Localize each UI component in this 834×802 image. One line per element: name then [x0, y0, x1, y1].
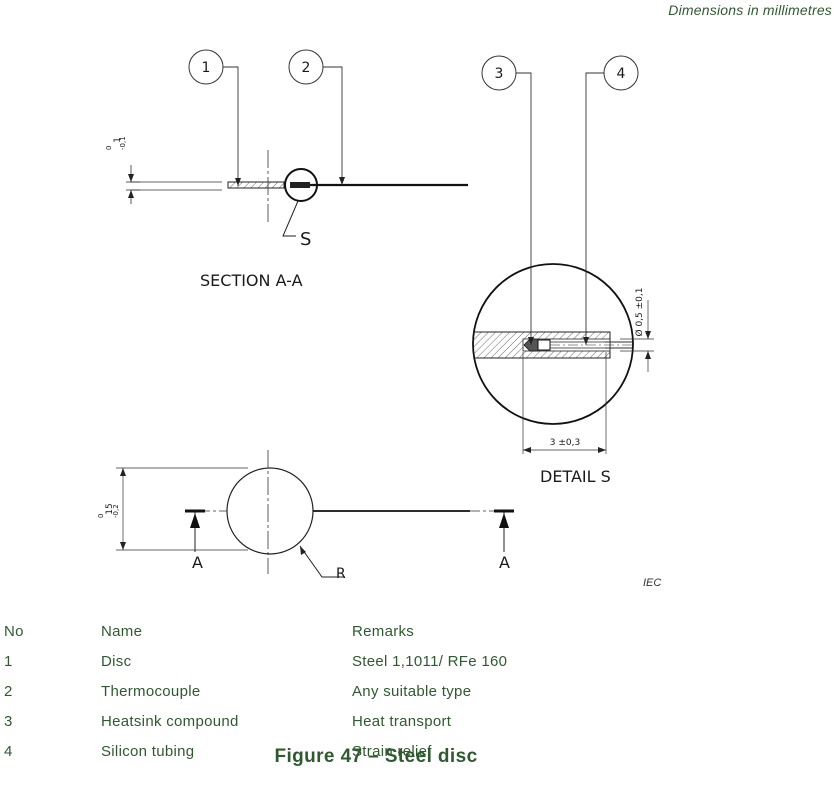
- header-no: No: [4, 622, 24, 640]
- parts-table: No Name Remarks 1 Disc Steel 1,1011/ RFe…: [4, 616, 704, 766]
- row-no: 1: [4, 652, 13, 670]
- iec-mark: IEC: [643, 577, 662, 589]
- detail-s-view: Ø 0,5 ±0,1 3 ±0,3 DETAIL S: [472, 263, 654, 486]
- row-no: 2: [4, 682, 13, 700]
- diameter-dim-lower: -0,2: [112, 504, 120, 518]
- diameter-dim-nominal: 15: [105, 503, 115, 514]
- section-a-a-view: S SECTION A-A 1 0 -0,1: [105, 136, 468, 290]
- figure-caption: Figure 47 – Steel disc: [274, 746, 478, 767]
- dimensions-note: Dimensions in millimetres: [668, 2, 832, 18]
- diameter-dim-upper: 0: [97, 514, 105, 518]
- thickness-dim-upper: 0: [105, 146, 113, 150]
- svg-text:2: 2: [302, 60, 311, 76]
- balloon-4: 4: [583, 55, 639, 345]
- svg-text:4: 4: [617, 66, 626, 82]
- row-name: Disc: [101, 652, 132, 670]
- row-name: Thermocouple: [101, 682, 201, 700]
- row-remarks: Steel 1,1011/ RFe 160: [352, 652, 508, 670]
- thickness-dim-nominal: 1: [113, 137, 123, 143]
- cut-label-left: A: [192, 553, 203, 572]
- detail-ref-label: S: [300, 229, 311, 250]
- row-remarks: Heat transport: [352, 712, 452, 730]
- table-row: 4 Silicon tubing Strain relief: [4, 736, 704, 766]
- section-a-a-label: SECTION A-A: [200, 271, 303, 290]
- radius-label: R: [336, 566, 346, 582]
- thickness-dim-lower: -0,1: [119, 136, 127, 150]
- balloon-3: 3: [481, 55, 534, 345]
- header-name: Name: [101, 622, 143, 640]
- table-row: 1 Disc Steel 1,1011/ RFe 160: [4, 646, 704, 676]
- row-remarks: Strain relief: [352, 742, 432, 760]
- row-remarks: Any suitable type: [352, 682, 472, 700]
- balloon-1: 1: [188, 49, 241, 186]
- table-row: 3 Heatsink compound Heat transport: [4, 706, 704, 736]
- detail-s-marker: [284, 168, 318, 202]
- technical-drawing: S SECTION A-A 1 0 -0,1 1 2: [97, 49, 654, 582]
- table-header-row: No Name Remarks: [4, 616, 704, 646]
- header-remarks: Remarks: [352, 622, 415, 640]
- svg-text:3: 3: [495, 66, 504, 82]
- svg-text:1: 1: [202, 60, 211, 76]
- depth-dim: 3 ±0,3: [550, 438, 580, 448]
- row-name: Silicon tubing: [101, 742, 195, 760]
- detail-s-label: DETAIL S: [540, 467, 611, 486]
- cut-label-right: A: [499, 553, 510, 572]
- hole-diameter-dim: Ø 0,5 ±0,1: [634, 288, 645, 337]
- row-no: 3: [4, 712, 13, 730]
- balloon-2: 2: [288, 49, 345, 185]
- table-row: 2 Thermocouple Any suitable type: [4, 676, 704, 706]
- row-name: Heatsink compound: [101, 712, 239, 730]
- disc-plan: [226, 467, 314, 555]
- disc-section: [227, 181, 285, 189]
- plan-view: A A 15 0 -0,2 R: [97, 450, 514, 582]
- row-no: 4: [4, 742, 13, 760]
